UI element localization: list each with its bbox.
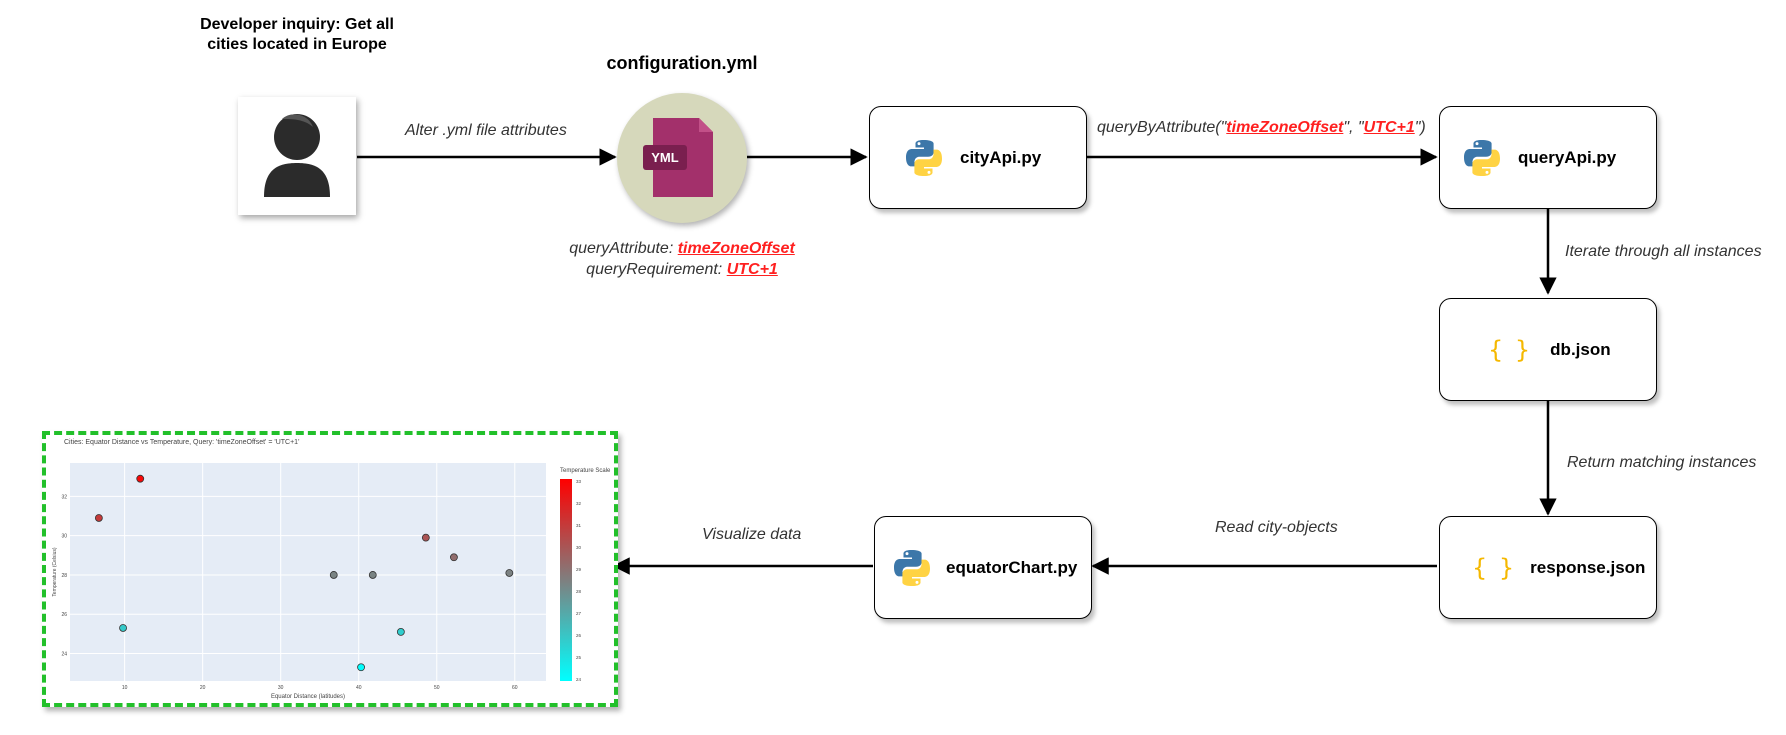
colorbar-tick-label: 26 [576, 633, 582, 638]
config-attributes: queryAttribute: timeZoneOffset queryRequ… [520, 238, 844, 280]
y-tick-label: 24 [61, 652, 67, 658]
colorbar-tick-label: 33 [576, 479, 582, 484]
query-requirement-value: UTC+1 [726, 261, 778, 278]
y-tick-label: 26 [61, 612, 67, 618]
scatter-point [119, 624, 127, 632]
config-yml-node[interactable]: YML [617, 93, 747, 223]
colorbar-tick-label: 32 [576, 501, 582, 506]
query-requirement-line: queryRequirement: UTC+1 [520, 259, 844, 280]
response-json-label: response.json [1530, 557, 1646, 577]
x-tick-label: 20 [200, 685, 206, 691]
scatter-point [136, 474, 145, 483]
scatter-point [357, 663, 365, 672]
x-tick-label: 60 [512, 685, 518, 691]
colorbar-tick-label: 24 [576, 677, 582, 682]
developer-inquiry-line2: cities located in Europe [207, 36, 387, 53]
data-points [94, 474, 514, 672]
yml-file-icon: YML [643, 118, 713, 197]
scatter-point [421, 533, 430, 542]
edge-label-alter: Alter .yml file attributes [405, 122, 567, 139]
python-icon [1464, 139, 1500, 176]
x-tick-label: 10 [122, 685, 128, 691]
python-icon [906, 139, 942, 176]
python-icon [894, 549, 930, 586]
query-attribute-label: queryAttribute: [569, 240, 678, 257]
y-axis-label: Temperature (Celsius) [52, 547, 58, 597]
scatter-point [396, 628, 405, 636]
y-tick-label: 32 [61, 494, 67, 500]
query-call-suffix: ") [1414, 119, 1426, 136]
colorbar-title: Temperature Scale [560, 468, 611, 474]
x-tick-label: 40 [356, 685, 362, 691]
equator-chart-node[interactable]: equatorChart.py [874, 516, 1092, 619]
user-icon [264, 114, 330, 197]
colorbar-tick-label: 30 [576, 545, 582, 550]
query-api-label: queryApi.py [1518, 147, 1617, 167]
x-axis-label: Equator Distance (latitudes) [271, 694, 345, 700]
yml-badge-text: YML [651, 150, 679, 165]
query-call-val: UTC+1 [1363, 119, 1415, 136]
x-tick-label: 50 [434, 685, 440, 691]
y-tick-label: 30 [61, 534, 67, 540]
colorbar-ticks: 33 32 31 30 29 28 27 26 25 24 [576, 479, 582, 682]
edge-label-iterate: Iterate through all instances [1565, 243, 1762, 260]
colorbar-tick-label: 28 [576, 589, 582, 594]
colorbar [560, 479, 572, 681]
query-api-node[interactable]: queryApi.py [1439, 106, 1657, 209]
city-api-label: cityApi.py [960, 147, 1042, 167]
colorbar-tick-label: 25 [576, 655, 582, 660]
scatter-point [505, 569, 514, 577]
developer-inquiry-line1: Developer inquiry: Get all [200, 16, 394, 33]
scatter-point [368, 571, 377, 579]
edge-label-read: Read city-objects [1215, 519, 1338, 536]
plot-area [70, 463, 546, 681]
chart-title: Cities: Equator Distance vs Temperature,… [64, 439, 300, 446]
scatter-chart-output[interactable]: Cities: Equator Distance vs Temperature,… [42, 431, 618, 707]
query-call-attr: timeZoneOffset [1226, 119, 1344, 136]
colorbar-tick-label: 29 [576, 567, 582, 572]
edge-label-query: queryByAttribute("timeZoneOffset", "UTC+… [1097, 119, 1426, 137]
query-attribute-value: timeZoneOffset [677, 240, 795, 257]
developer-node[interactable] [238, 97, 356, 215]
query-requirement-label: queryRequirement: [586, 261, 727, 278]
config-title: configuration.yml [606, 53, 758, 73]
response-json-node[interactable]: { } response.json [1439, 516, 1657, 619]
json-braces-icon: { } [1488, 335, 1533, 364]
equator-chart-label: equatorChart.py [946, 557, 1078, 577]
grid-lines [70, 463, 546, 681]
y-tick-label: 28 [61, 573, 67, 579]
edge-label-visualize: Visualize data [702, 526, 802, 543]
colorbar-tick-label: 31 [576, 523, 582, 528]
scatter-chart: 10 20 30 40 50 60 24 26 28 30 32 33 32 31 30 29 28 27 26 2… [52, 463, 582, 700]
colorbar-tick-label: 27 [576, 611, 582, 616]
x-tick-label: 30 [278, 685, 284, 691]
query-call-prefix: queryByAttribute(" [1097, 119, 1227, 136]
axis-ticks: 10 20 30 40 50 60 24 26 28 30 32 [61, 494, 517, 691]
city-api-node[interactable]: cityApi.py [869, 106, 1087, 209]
edge-label-return: Return matching instances [1567, 454, 1757, 471]
scatter-point [94, 514, 103, 522]
developer-inquiry: Developer inquiry: Get all cities locate… [187, 15, 407, 55]
scatter-point [450, 553, 458, 562]
scatter-point [329, 571, 338, 579]
db-json-node[interactable]: { } db.json [1439, 298, 1657, 401]
json-braces-icon: { } [1472, 553, 1517, 582]
query-call-mid: ", " [1343, 119, 1364, 136]
query-attribute-line: queryAttribute: timeZoneOffset [520, 238, 844, 259]
db-json-label: db.json [1550, 339, 1611, 359]
